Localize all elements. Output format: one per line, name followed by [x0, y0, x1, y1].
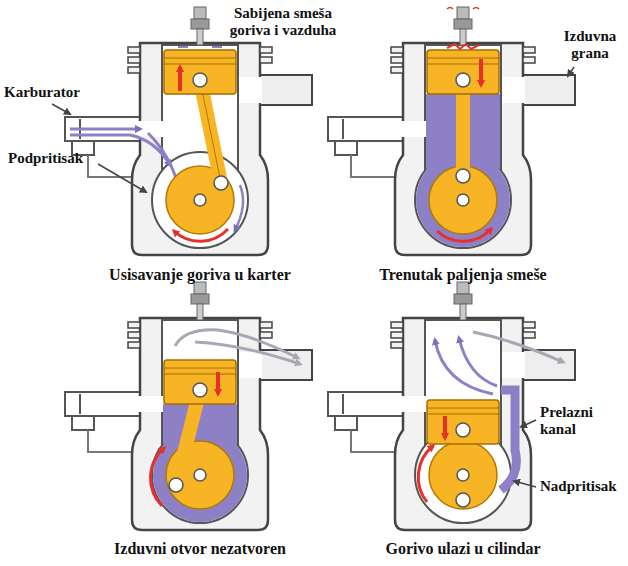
part-label: Prelazni kanal	[540, 404, 612, 439]
engine-panel	[65, 282, 312, 530]
part-label: Karburator	[4, 84, 80, 101]
part-label: Nadpritisak	[540, 478, 617, 495]
engine-panel	[65, 7, 312, 255]
part-label: Izduvna grana	[556, 28, 624, 63]
callout-label: Sabijena smeša goriva i vazduha	[213, 5, 353, 40]
engine-panel	[328, 282, 575, 530]
part-label: Podpritisak	[8, 150, 83, 167]
engine-panel	[328, 7, 575, 255]
leader-lines	[52, 67, 574, 487]
panel-caption: Izduvni otvor nezatvoren	[114, 540, 286, 558]
panel-caption: Trenutak paljenja smeše	[379, 266, 546, 284]
panel-caption: Usisavanje goriva u karter	[109, 266, 291, 284]
panel-caption: Gorivo ulazi u cilindar	[385, 540, 540, 558]
